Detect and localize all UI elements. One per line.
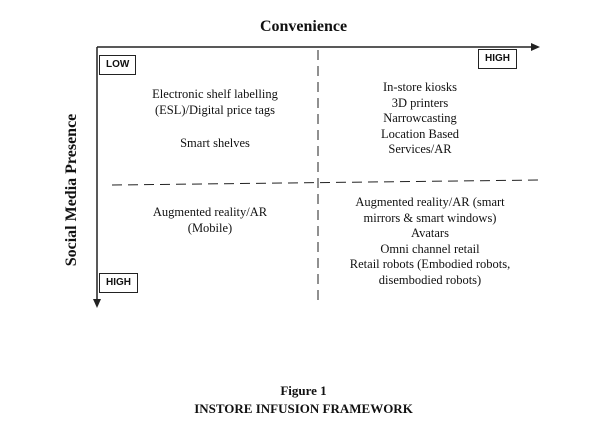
quadrant-line: Augmented reality/AR <box>152 205 268 219</box>
quadrant-line: (Mobile) <box>187 220 233 235</box>
y-axis-arrowhead <box>93 299 101 308</box>
quadrant-line: Augmented reality/AR (smart <box>355 195 505 209</box>
quadrant-line: disembodied robots) <box>378 272 482 287</box>
quadrant-line: Services/AR <box>388 142 452 156</box>
quadrant-line: Location Based <box>380 126 460 141</box>
quadrant-line: Smart shelves <box>180 136 250 150</box>
quadrant-line: Narrowcasting <box>383 111 457 125</box>
y-high-tag: HIGH <box>99 273 138 293</box>
quadrant-low-convenience-high-social: Augmented reality/AR (Mobile) <box>130 205 290 236</box>
quadrant-line: Electronic shelf labelling <box>152 87 278 101</box>
quadrant-line: Retail robots (Embodied robots, <box>349 257 511 271</box>
quadrant-high-convenience-high-social: Augmented reality/AR (smart mirrors & sm… <box>330 195 530 288</box>
quadrant-line: 3D printers <box>391 95 449 110</box>
quadrant-line: In-store kiosks <box>383 80 457 94</box>
x-high-tag: HIGH <box>478 49 517 69</box>
quadrant-high-convenience-low-social: In-store kiosks 3D printers Narrowcastin… <box>345 80 495 158</box>
x-low-tag: LOW <box>99 55 137 75</box>
quadrant-line: (ESL)/Digital price tags <box>154 102 276 117</box>
figure-label: Figure 1 <box>280 383 327 398</box>
x-axis-title: Convenience <box>259 18 348 35</box>
quadrant-spacer <box>135 118 295 136</box>
horizontal-divider <box>111 179 541 186</box>
quadrant-line: mirrors & smart windows) <box>363 210 497 225</box>
figure-title: INSTORE INFUSION FRAMEWORK <box>194 401 413 416</box>
quadrant-low-convenience-low-social: Electronic shelf labelling (ESL)/Digital… <box>135 87 295 152</box>
quadrant-line: Omni channel retail <box>380 241 480 256</box>
x-axis-arrowhead <box>531 43 540 51</box>
quadrant-line: Avatars <box>411 226 449 240</box>
